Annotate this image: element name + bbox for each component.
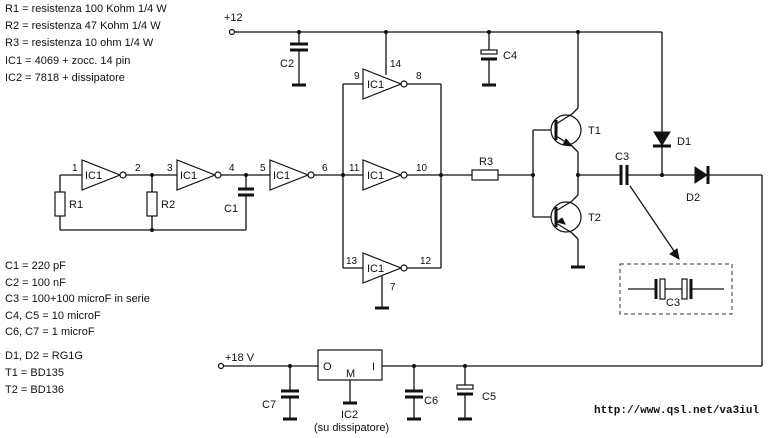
- pin-4: 4: [229, 163, 235, 174]
- plus12-terminal: [228, 28, 236, 36]
- legend-ic2: IC2 = 7818 + dissipatore: [5, 72, 125, 84]
- gate-5-label: IC1: [367, 170, 384, 182]
- c3-detail-box: [619, 263, 733, 315]
- legend-c1: C1 = 220 pF: [5, 260, 66, 272]
- r1-label: R1: [69, 199, 83, 211]
- pin-13: 13: [346, 256, 358, 267]
- legend-r1: R1 = resistenza 100 Kohm 1/4 W: [5, 3, 167, 15]
- regulator-pin-o: O: [323, 361, 332, 373]
- inverter-gate-5: IC1 11 10: [349, 159, 428, 191]
- pin-5: 5: [260, 163, 266, 174]
- transistor-t1: T1: [550, 107, 601, 153]
- capacitor-c1: C1: [224, 175, 254, 230]
- regulator-name: IC2: [341, 409, 358, 421]
- plus18-label: +18 V: [225, 352, 255, 364]
- resistor-r1: R1: [54, 175, 83, 230]
- legend-r2: R2 = resistenza 47 Kohm 1/4 W: [5, 20, 161, 32]
- d2-label: D2: [686, 192, 700, 204]
- capacitor-c2: C2: [280, 32, 308, 87]
- t1-label: T1: [588, 125, 601, 137]
- pin-1: 1: [72, 163, 78, 174]
- regulator-pin-i: I: [372, 361, 375, 373]
- gate-4-label: IC1: [367, 79, 384, 91]
- pin-2: 2: [135, 163, 141, 174]
- gate-2-label: IC1: [180, 170, 197, 182]
- capacitor-c5: C5: [456, 366, 496, 421]
- inverter-gate-4: IC1 9 8 14: [354, 59, 422, 100]
- legend-c3: C3 = 100+100 microF in serie: [5, 293, 150, 305]
- pin-10: 10: [416, 163, 428, 174]
- inverter-gate-2: IC1 3 4: [167, 159, 235, 191]
- resistor-r2: R2: [146, 175, 175, 230]
- inverter-gate-3: IC1 5 6: [260, 159, 328, 191]
- diode-d1: D1: [653, 131, 691, 148]
- capacitor-c6: C6: [405, 366, 438, 421]
- pin-12: 12: [420, 256, 432, 267]
- c3-detail-label: C3: [666, 297, 680, 309]
- pin-9: 9: [354, 71, 360, 82]
- t2-label: T2: [588, 212, 601, 224]
- d1-label: D1: [677, 136, 691, 148]
- c6-label: C6: [424, 395, 438, 407]
- gate-3-label: IC1: [273, 170, 290, 182]
- pin-3: 3: [167, 163, 173, 174]
- regulator-note: (su dissipatore): [314, 422, 389, 434]
- capacitor-c3: C3: [615, 151, 629, 185]
- resistor-r3: R3: [471, 156, 499, 181]
- legend-d1-d2: D1, D2 = RG1G: [5, 350, 83, 362]
- pin-6: 6: [322, 163, 328, 174]
- c4-label: C4: [503, 50, 517, 62]
- pin-14: 14: [390, 59, 402, 70]
- pin-8: 8: [416, 71, 422, 82]
- legend-ic1: IC1 = 4069 + zocc. 14 pin: [5, 55, 131, 67]
- legend-t1: T1 = BD135: [5, 367, 65, 379]
- c2-label: C2: [280, 58, 294, 70]
- pin-7: 7: [390, 282, 396, 293]
- gate-1-label: IC1: [85, 170, 102, 182]
- regulator-pin-m: M: [346, 368, 355, 380]
- legend-c2: C2 = 100 nF: [5, 277, 66, 289]
- diode-d2: D2: [686, 166, 710, 204]
- gate-6-label: IC1: [367, 263, 384, 275]
- legend-r3: R3 = resistenza 10 ohm 1/4 W: [5, 37, 154, 49]
- r2-label: R2: [161, 199, 175, 211]
- r3-label: R3: [479, 156, 493, 168]
- capacitor-c7: C7: [262, 366, 299, 421]
- transistor-t2: T2: [550, 194, 601, 240]
- source-url: http://www.qsl.net/va3iul: [594, 405, 760, 417]
- plus12-label: +12: [224, 12, 243, 24]
- c1-label: C1: [224, 203, 238, 215]
- legend-c6-c7: C6, C7 = 1 microF: [5, 326, 95, 338]
- inverter-gate-6: IC1 13 12 7: [346, 252, 432, 293]
- c3-label: C3: [615, 151, 629, 163]
- legend-c4-c5: C4, C5 = 10 microF: [5, 310, 101, 322]
- regulator-ic2: O M I IC2 (su dissipatore): [314, 349, 389, 434]
- c7-label: C7: [262, 399, 276, 411]
- legend-t2: T2 = BD136: [5, 384, 65, 396]
- pin-11: 11: [349, 163, 360, 174]
- plus18-terminal: [217, 362, 225, 370]
- c5-label: C5: [482, 391, 496, 403]
- c3-detail-caps: C3: [628, 278, 724, 309]
- capacitor-c4: C4: [480, 32, 517, 87]
